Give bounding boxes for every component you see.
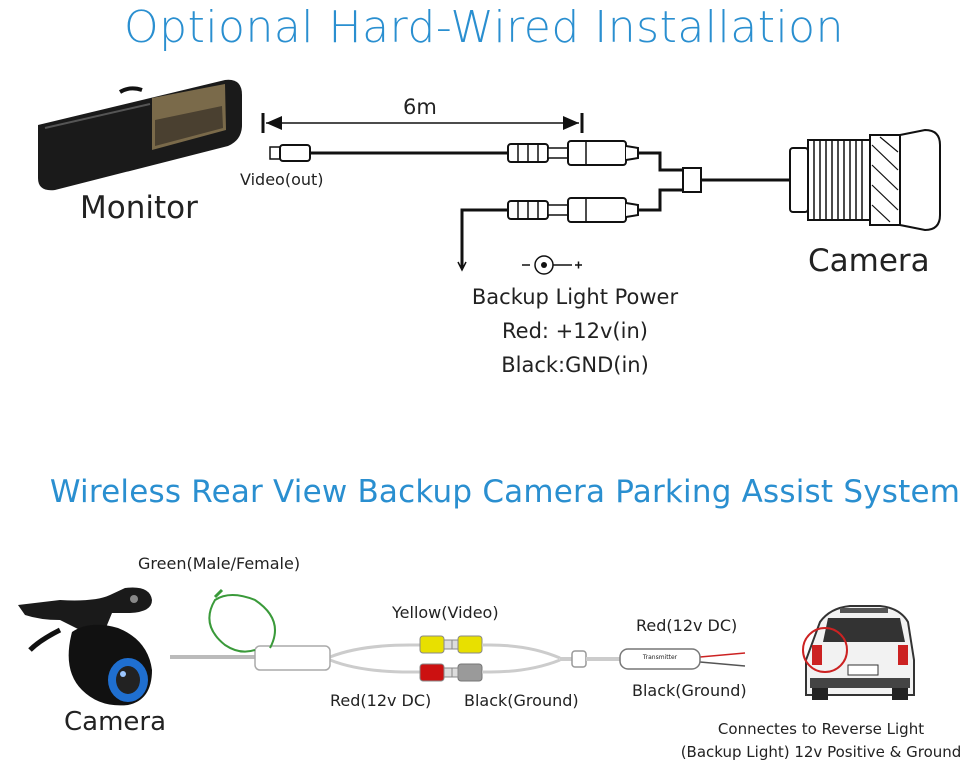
yellow-video-label: Yellow(Video) — [392, 603, 499, 622]
top-title: Optional Hard-Wired Installation — [124, 2, 844, 53]
reverse-light-note-1: Connectes to Reverse Light — [717, 720, 925, 738]
green-wire — [208, 588, 276, 653]
power-red-label: Red: +12v(in) — [502, 319, 648, 343]
distance-dimension — [261, 113, 584, 133]
black-ground-label: Black(Ground) — [464, 691, 579, 710]
distance-label: 6m — [403, 95, 437, 119]
wireless-camera-icon — [18, 587, 152, 706]
top-camera-label: Camera — [808, 243, 930, 279]
camera-cylinder-icon — [789, 128, 941, 232]
rca-plugs — [419, 635, 490, 682]
reverse-light-note-2: (Backup Light) 12v Positive & Ground — [680, 743, 962, 761]
transmitter-box — [619, 648, 701, 670]
power-black-label: Black:GND(in) — [501, 353, 649, 377]
tx-black-label: Black(Ground) — [632, 681, 747, 700]
tx-red-label: Red(12v DC) — [636, 616, 738, 635]
cable-junction — [254, 645, 331, 671]
video-out-label: Video(out) — [240, 170, 324, 189]
green-wire-label: Green(Male/Female) — [138, 554, 301, 573]
red-dc-label: Red(12v DC) — [330, 691, 432, 710]
monitor-label: Monitor — [80, 190, 198, 226]
suv-rear-icon — [802, 605, 915, 700]
wireless-camera-label: Camera — [64, 707, 167, 737]
power-title: Backup Light Power — [471, 285, 679, 309]
monitor-icon — [38, 79, 242, 191]
power-cable — [457, 188, 685, 272]
video-cable — [269, 140, 685, 172]
bottom-title: Wireless Rear View Backup Camera Parking… — [49, 474, 961, 510]
junction-box — [682, 167, 790, 193]
wireless-main-cable — [170, 643, 746, 674]
transmitter-text: Transmitter — [642, 654, 678, 661]
polarity-symbol — [522, 255, 582, 275]
